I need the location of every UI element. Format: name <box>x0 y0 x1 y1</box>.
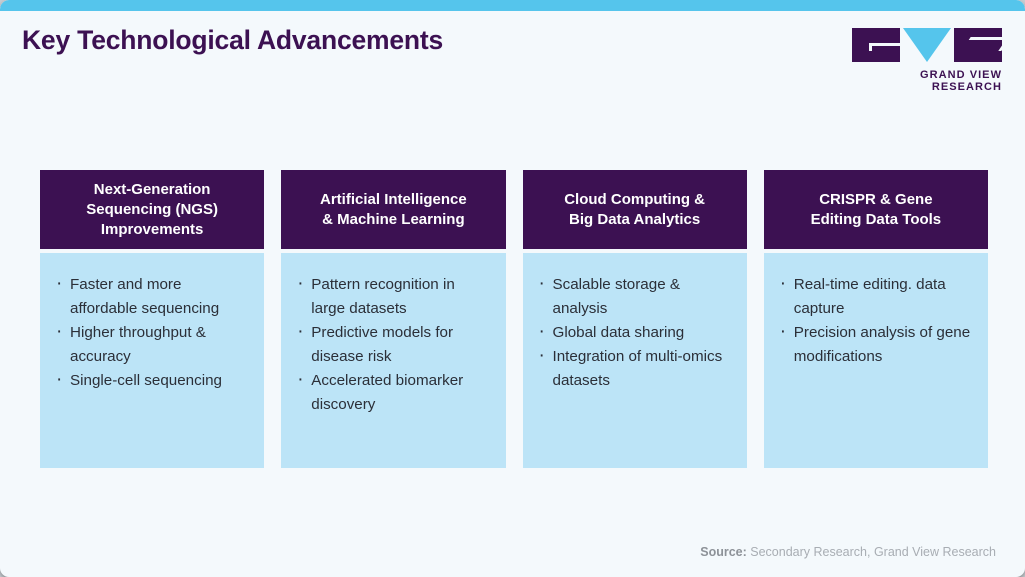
card-title-line: Improvements <box>100 220 204 238</box>
list-item: Real-time editing. data capture <box>778 272 974 321</box>
brand-logo: GRAND VIEW RESEARCH <box>852 28 1002 93</box>
card-body-crispr: Real-time editing. data capture Precisio… <box>763 253 988 468</box>
list-item: Precision analysis of gene modifications <box>778 320 974 369</box>
list-item: Global data sharing <box>537 320 733 345</box>
bullet-list: Scalable storage & analysis Global data … <box>537 272 733 393</box>
card-title-line: Big Data Analytics <box>569 210 701 228</box>
card-title-line: Editing Data Tools <box>810 210 942 228</box>
source-label: Source: <box>700 545 747 559</box>
card-header-crispr: CRISPR & Gene Editing Data Tools <box>763 170 988 249</box>
logo-g-icon <box>852 28 900 62</box>
bullet-list: Faster and more affordable sequencing Hi… <box>54 272 250 393</box>
card-body-ai-ml: Pattern recognition in large datasets Pr… <box>281 253 506 468</box>
card-ai-ml: Artificial Intelligence & Machine Learni… <box>281 170 506 468</box>
card-header-cloud-bigdata: Cloud Computing & Big Data Analytics <box>522 170 747 249</box>
card-title-line: CRISPR & Gene <box>819 190 933 208</box>
list-item: Pattern recognition in large datasets <box>295 272 491 321</box>
top-accent-bar <box>0 0 1025 11</box>
logo-marks <box>852 28 1002 62</box>
card-crispr: CRISPR & Gene Editing Data Tools Real-ti… <box>763 170 988 468</box>
card-title-line: Sequencing (NGS) <box>86 200 218 218</box>
card-header-ai-ml: Artificial Intelligence & Machine Learni… <box>281 170 506 249</box>
card-body-ngs: Faster and more affordable sequencing Hi… <box>40 253 265 468</box>
page-title: Key Technological Advancements <box>22 25 444 55</box>
card-title-line: Artificial Intelligence <box>320 190 467 208</box>
source-note: Source: Secondary Research, Grand View R… <box>700 545 996 559</box>
card-title-line: & Machine Learning <box>322 210 465 228</box>
list-item: Accelerated biomarker discovery <box>295 368 491 417</box>
list-item: Single-cell sequencing <box>54 368 250 393</box>
list-item: Integration of multi-omics datasets <box>537 344 733 393</box>
list-item: Faster and more affordable sequencing <box>54 272 250 321</box>
logo-wordmark: GRAND VIEW RESEARCH <box>920 69 1002 93</box>
card-body-cloud-bigdata: Scalable storage & analysis Global data … <box>522 253 747 468</box>
card-ngs: Next-Generation Sequencing (NGS) Improve… <box>40 170 265 468</box>
card-row: Next-Generation Sequencing (NGS) Improve… <box>40 170 988 468</box>
list-item: Higher throughput & accuracy <box>54 320 250 369</box>
bullet-list: Real-time editing. data capture Precisio… <box>778 272 974 369</box>
bullet-list: Pattern recognition in large datasets Pr… <box>295 272 491 417</box>
logo-r-icon <box>954 28 1002 62</box>
list-item: Predictive models for disease risk <box>295 320 491 369</box>
card-cloud-bigdata: Cloud Computing & Big Data Analytics Sca… <box>522 170 747 468</box>
card-title-line: Cloud Computing & <box>564 190 706 208</box>
list-item: Scalable storage & analysis <box>537 272 733 321</box>
logo-v-triangle-icon <box>903 28 951 62</box>
card-title-line: Next-Generation <box>93 180 211 198</box>
card-header-ngs: Next-Generation Sequencing (NGS) Improve… <box>40 170 265 249</box>
source-text: Secondary Research, Grand View Research <box>750 545 996 559</box>
